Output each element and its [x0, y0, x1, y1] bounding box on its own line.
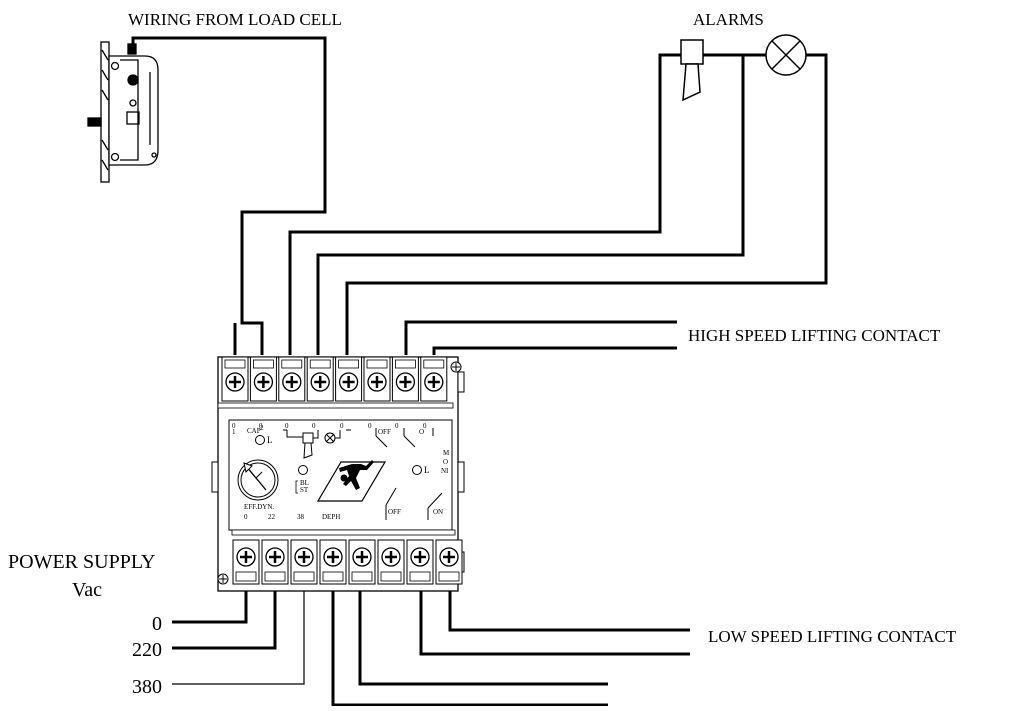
moni-letter-3: NI [441, 467, 449, 475]
bottom-terminal-1 [232, 539, 260, 585]
mode-led-label: L [424, 465, 430, 475]
siren-wire [288, 53, 681, 355]
mark-38: 38 [297, 513, 305, 521]
cap-superscript: 2 [260, 424, 264, 432]
output-wire-2 [331, 586, 608, 708]
power-supply-label: POWER SUPPLY [8, 551, 155, 573]
mark-0: 0 [244, 513, 248, 521]
svg-text:0: 0 [259, 422, 263, 430]
supply-380-wire [172, 586, 305, 685]
top-terminal-7 [391, 356, 419, 402]
cap-label: CAP [247, 427, 261, 435]
top-terminal-2 [249, 356, 277, 402]
load-cell-icon [87, 41, 159, 183]
person-logo-icon [316, 460, 387, 502]
supply-0-label: 0 [152, 613, 162, 635]
top-terminal-6 [363, 356, 391, 402]
svg-text:0: 0 [312, 422, 316, 430]
top-terminal-3 [278, 356, 306, 402]
off-label-top: OFF [378, 428, 391, 436]
svg-text:0: 0 [285, 422, 289, 430]
supply-220-wire [172, 586, 277, 650]
bottom-terminal-6 [377, 539, 405, 585]
lamp-return-wire [345, 53, 828, 355]
top-terminal-block [221, 356, 448, 402]
top-terminal-4 [306, 356, 334, 402]
power-supply-unit-label: Vac [72, 579, 102, 601]
top-terminal-1 [221, 356, 249, 402]
bl-st-line1: BL [300, 479, 309, 487]
alarm-schematic-icon [283, 429, 351, 459]
eff-dyn-gauge [237, 459, 279, 501]
o-label-top: O [419, 428, 424, 436]
svg-text:0: 0 [423, 422, 427, 430]
supply-380-label: 380 [132, 676, 162, 698]
low-speed-wire-2 [419, 586, 690, 656]
bottom-terminal-8 [435, 539, 463, 585]
top-terminal-8 [420, 356, 448, 402]
mark-deph: DEPH [322, 513, 340, 521]
moni-letter-2: O [443, 458, 448, 466]
load-cell-cable [131, 36, 327, 355]
svg-text:0: 0 [232, 422, 236, 430]
bottom-terminal-3 [290, 539, 318, 585]
cap-led-label: L [267, 435, 273, 445]
bottom-terminal-2 [261, 539, 289, 585]
mode-led [412, 465, 422, 475]
mark-22: 22 [268, 513, 276, 521]
bottom-terminal-7 [406, 539, 434, 585]
top-terminal-5 [335, 356, 363, 402]
high-speed-contact-label: HIGH SPEED LIFTING CONTACT [688, 326, 941, 345]
low-speed-contact-label: LOW SPEED LIFTING CONTACT [708, 627, 957, 646]
off-label-bottom: OFF [388, 508, 401, 516]
moni-letter-1: M [443, 449, 450, 457]
eff-dyn-label: EFF.DYN. [244, 503, 274, 511]
bl-st-line2: ST [300, 486, 309, 494]
svg-text:0: 0 [395, 422, 399, 430]
output-wire-1 [358, 586, 608, 686]
low-speed-wire-1 [448, 586, 690, 632]
high-speed-wire-1 [404, 320, 677, 355]
lamp-icon [765, 34, 807, 76]
supply-220-label: 220 [132, 639, 162, 661]
svg-text:0: 0 [368, 422, 372, 430]
alarms-label: ALARMS [693, 10, 764, 29]
bottom-terminal-4 [319, 539, 347, 585]
supply-0-wire [172, 586, 248, 624]
on-label: ON [433, 508, 443, 516]
svg-text:1: 1 [232, 428, 236, 436]
bl-st-led [298, 465, 308, 475]
high-speed-wire-2 [432, 346, 677, 355]
alarm-common-drop [316, 55, 745, 355]
bottom-terminal-5 [348, 539, 376, 585]
siren-icon [680, 39, 704, 102]
cap-led [255, 435, 265, 445]
load-cell-wiring-label: WIRING FROM LOAD CELL [128, 10, 342, 29]
svg-text:0: 0 [340, 422, 344, 430]
bottom-terminal-block [232, 539, 463, 585]
